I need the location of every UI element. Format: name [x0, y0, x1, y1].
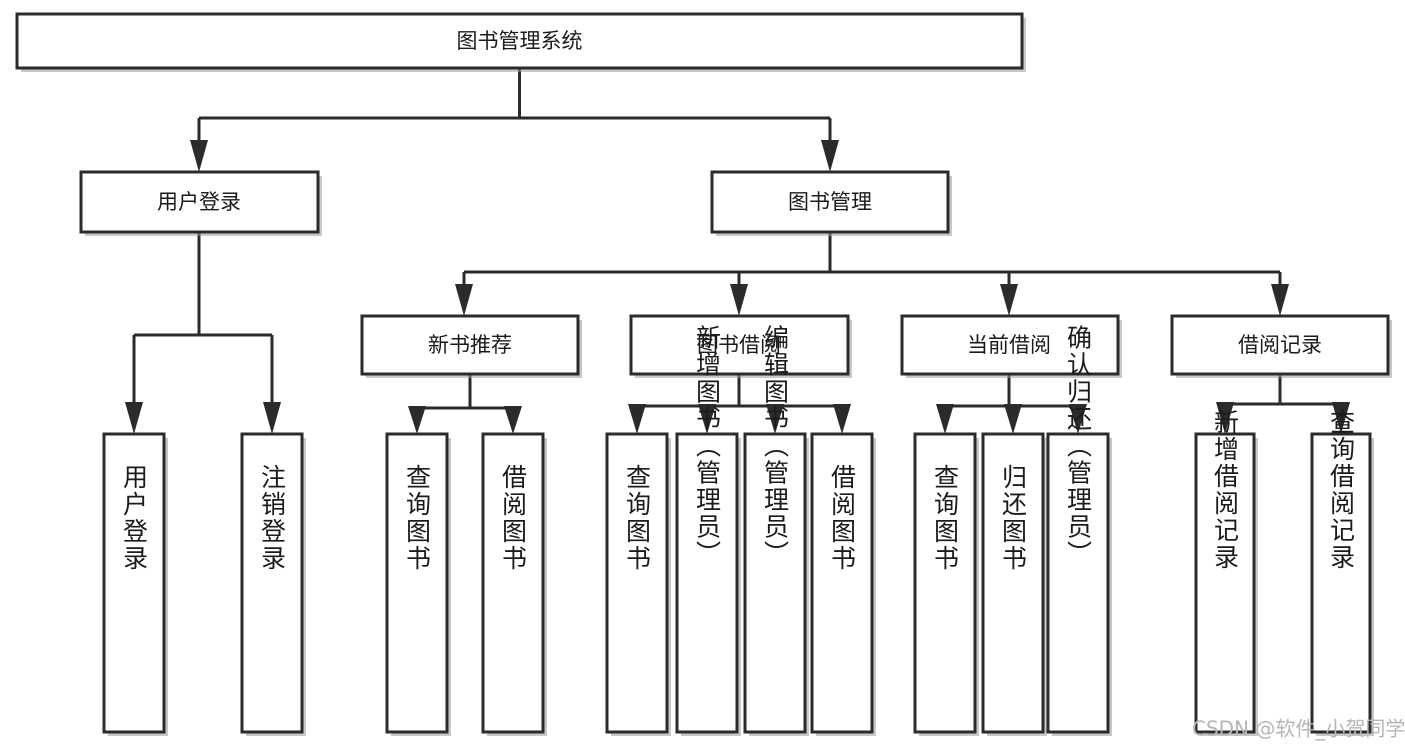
node-leaf-return-book-label: 归还图书: [999, 464, 1028, 572]
node-leaf-query-book-3[interactable]: 查询图书: [913, 432, 979, 736]
node-leaf-confirm-return-box[interactable]: [1046, 432, 1110, 734]
node-borrow-record-box[interactable]: [1170, 314, 1390, 376]
node-leaf-borrow-book-1-label: 借阅图书: [499, 464, 528, 572]
node-leaf-logout-label: 注销登录: [258, 464, 287, 572]
node-leaf-query-book-2[interactable]: 查询图书: [605, 432, 671, 736]
arrowhead-current-borrow: [1000, 284, 1018, 316]
node-book-borrow-box[interactable]: [629, 314, 850, 376]
edge-group-root: [190, 68, 839, 172]
node-leaf-edit-book-label: 编辑图书（管理员）: [761, 325, 790, 568]
node-leaf-user-login-box[interactable]: [102, 432, 166, 734]
node-leaf-borrow-book-2-box[interactable]: [810, 432, 874, 734]
arrowhead-leaf-logout: [263, 402, 281, 434]
arrowhead-leaf-return-book: [1004, 404, 1022, 434]
node-leaf-query-record-box[interactable]: [1310, 432, 1372, 734]
arrowhead-book-borrow: [730, 284, 748, 316]
node-book-borrow-label: 图书借阅: [697, 333, 781, 357]
edge-group-book-manage: [455, 232, 1289, 316]
edge-group-new-book-rec: [408, 374, 522, 434]
node-leaf-add-record[interactable]: 新增借阅记录: [1194, 409, 1258, 736]
arrowhead-leaf-borrow-book-1: [504, 406, 522, 434]
edge-group-current-borrow: [936, 374, 1087, 434]
node-book-borrow[interactable]: 图书借阅: [629, 314, 852, 378]
node-current-borrow[interactable]: 当前借阅: [900, 314, 1122, 378]
node-user-login[interactable]: 用户登录: [79, 170, 322, 236]
node-leaf-edit-book-box[interactable]: [743, 432, 807, 734]
node-leaf-query-book-1[interactable]: 查询图书: [385, 432, 451, 736]
arrowhead-leaf-query-record: [1332, 402, 1350, 434]
edge-group-user-login: [125, 232, 281, 434]
node-book-manage[interactable]: 图书管理: [710, 170, 952, 236]
node-leaf-borrow-book-2[interactable]: 借阅图书: [810, 432, 876, 736]
node-leaf-query-book-3-box[interactable]: [913, 432, 977, 734]
node-leaf-user-login[interactable]: 用户登录: [102, 432, 168, 736]
node-leaf-query-book-2-label: 查询图书: [623, 464, 652, 572]
node-leaf-return-book-box[interactable]: [981, 432, 1045, 734]
arrowhead-leaf-user-login: [125, 402, 143, 434]
arrowhead-leaf-query-book-2: [628, 404, 646, 434]
node-leaf-add-book-box[interactable]: [675, 432, 739, 734]
node-leaf-add-record-box[interactable]: [1194, 432, 1256, 734]
node-new-book-rec[interactable]: 新书推荐: [360, 314, 582, 378]
arrowhead-book-manage: [821, 140, 839, 172]
watermark-label: CSDN @软件_小贺同学: [1192, 717, 1405, 741]
arrowhead-new-book-rec: [455, 284, 473, 316]
edge-group-book-borrow: [628, 374, 851, 434]
arrowhead-leaf-edit-book: [766, 404, 784, 434]
node-book-manage-label: 图书管理: [788, 190, 872, 214]
arrowhead-leaf-query-book-1: [408, 406, 426, 434]
node-root[interactable]: 图书管理系统: [15, 12, 1026, 72]
node-new-book-rec-label: 新书推荐: [428, 333, 512, 357]
node-leaf-borrow-book-1-box[interactable]: [481, 432, 545, 734]
arrowhead-leaf-confirm-return: [1069, 404, 1087, 434]
node-leaf-return-book[interactable]: 归还图书: [981, 432, 1047, 736]
node-leaf-user-login-label: 用户登录: [120, 464, 149, 572]
arrowhead-leaf-add-record: [1216, 402, 1234, 434]
arrowhead-leaf-query-book-3: [936, 404, 954, 434]
node-user-login-box[interactable]: [79, 170, 320, 234]
node-root-label: 图书管理系统: [457, 29, 583, 53]
node-current-borrow-box[interactable]: [900, 314, 1120, 376]
node-borrow-record[interactable]: 借阅记录: [1170, 314, 1392, 378]
node-leaf-confirm-return-label: 确认归还（管理员）: [1064, 325, 1093, 568]
node-current-borrow-label: 当前借阅: [967, 333, 1051, 357]
node-leaf-logout-box[interactable]: [240, 432, 304, 734]
node-borrow-record-label: 借阅记录: [1238, 333, 1322, 357]
arrowhead-leaf-add-book: [698, 404, 716, 434]
node-user-login-label: 用户登录: [157, 190, 241, 214]
node-leaf-logout[interactable]: 注销登录: [240, 432, 306, 736]
node-leaf-query-record[interactable]: 查询借阅记录: [1310, 409, 1374, 736]
node-root-box[interactable]: [15, 12, 1024, 70]
arrowhead-user-login: [190, 140, 208, 172]
node-leaf-query-book-2-box[interactable]: [605, 432, 669, 734]
node-leaf-add-record-label: 新增借阅记录: [1211, 409, 1240, 571]
edge-group-borrow-record: [1216, 374, 1350, 434]
node-leaf-add-book[interactable]: 新增图书（管理员）: [675, 325, 741, 737]
node-leaf-query-record-label: 查询借阅记录: [1327, 409, 1356, 571]
node-leaf-add-book-label: 新增图书（管理员）: [693, 325, 722, 568]
node-leaf-query-book-1-label: 查询图书: [403, 464, 432, 572]
node-leaf-query-book-3-label: 查询图书: [931, 464, 960, 572]
arrowhead-borrow-record: [1271, 284, 1289, 316]
node-book-manage-box[interactable]: [710, 170, 950, 234]
node-leaf-confirm-return[interactable]: 确认归还（管理员）: [1046, 325, 1112, 737]
node-new-book-rec-box[interactable]: [360, 314, 580, 376]
node-leaf-borrow-book-2-label: 借阅图书: [828, 464, 857, 572]
node-leaf-edit-book[interactable]: 编辑图书（管理员）: [743, 325, 809, 737]
node-leaf-query-book-1-box[interactable]: [385, 432, 449, 734]
arrowhead-leaf-borrow-book-2: [833, 404, 851, 434]
node-leaf-borrow-book-1[interactable]: 借阅图书: [481, 432, 547, 736]
